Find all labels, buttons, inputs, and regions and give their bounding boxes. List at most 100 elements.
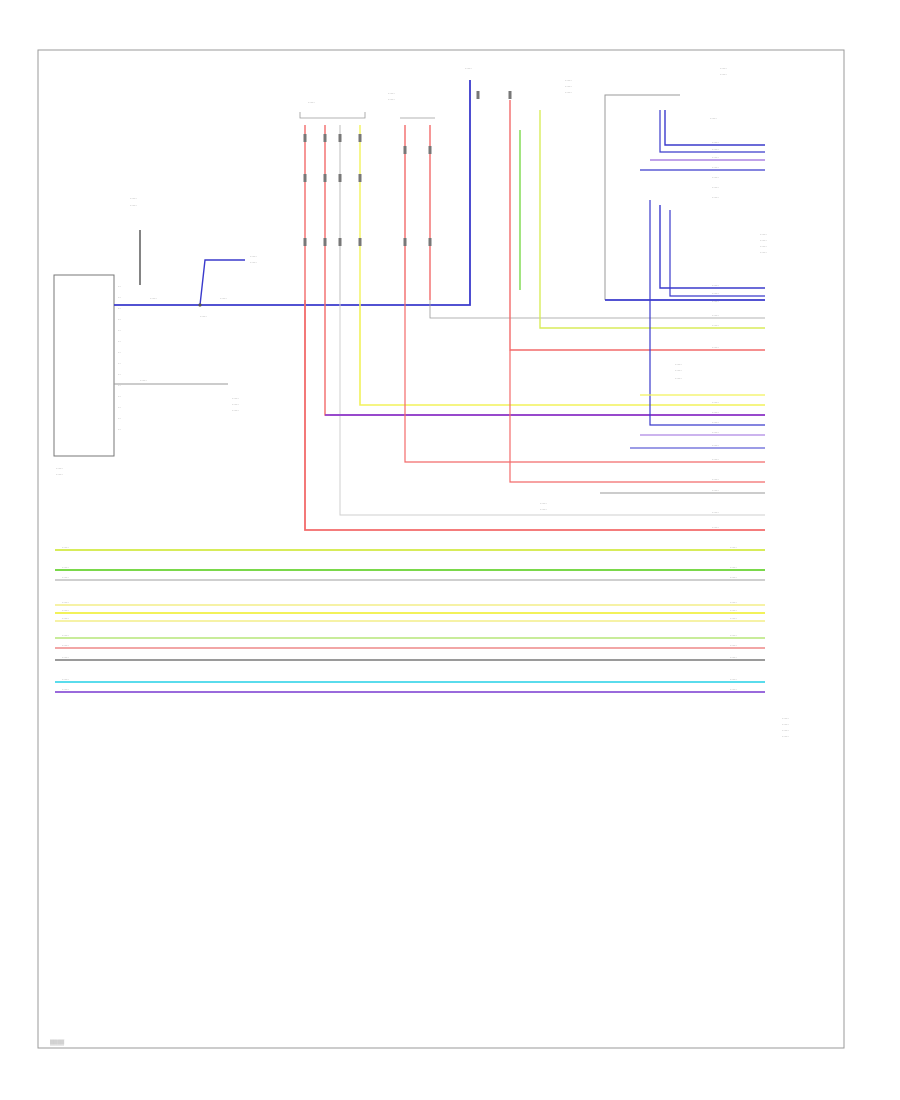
ground-label: ·····	[130, 196, 137, 201]
pin-label: ··	[118, 339, 121, 344]
blue-d-wire	[659, 205, 765, 289]
bus-left-label: ·····	[62, 608, 69, 613]
connector-pin-icon	[428, 146, 432, 154]
bus-left-label: ·····	[62, 565, 69, 570]
bus-right-label: ·····	[730, 545, 737, 550]
bus-left-label: ·····	[62, 600, 69, 605]
connector-2-title: ·····	[388, 91, 395, 96]
switch-label-3: ·····	[675, 376, 682, 381]
right-module-label-5: ·····	[760, 238, 767, 243]
blue-a-wire	[664, 110, 765, 146]
terminal-label: ·····	[782, 716, 789, 721]
connector-group	[198, 91, 512, 307]
control-module-pin-labels: ····························	[118, 284, 121, 432]
right-wire-label: ·····	[712, 510, 719, 515]
blue-bus-wire	[114, 80, 471, 306]
right-wire-label: ·····	[712, 291, 719, 296]
right-wire-label: ·····	[712, 165, 719, 170]
blue-e-wire	[669, 210, 765, 297]
right-wire-label: ·····	[712, 140, 719, 145]
right-module-label-6: ·····	[760, 244, 767, 249]
footer-code: ▒▒▒▒	[50, 1040, 65, 1046]
pin-label: ··	[118, 394, 121, 399]
connector-pin-icon	[428, 238, 432, 246]
right-wire-label: ·····	[712, 443, 719, 448]
right-wire-label: ·····	[712, 323, 719, 328]
splice-dot	[198, 303, 202, 307]
bus-left-label: ·····	[62, 616, 69, 621]
right-wire-label: ·····	[712, 313, 719, 318]
blue-bus-label-2: ·····	[220, 296, 227, 301]
right-wire-label: ·····	[712, 299, 719, 304]
right-wire-label: ·····	[712, 420, 719, 425]
diagram-frame	[37, 49, 845, 1049]
pin-label: ··	[118, 383, 121, 388]
connector-pin-icon	[358, 174, 362, 182]
bus-right-label: ·····	[730, 677, 737, 682]
signal-label: ·····	[140, 378, 147, 383]
pin-label: ··	[118, 427, 121, 432]
blue-branch-wire	[199, 259, 245, 306]
connector-pin-icon	[323, 134, 327, 142]
switch-label-2: ·····	[675, 368, 682, 373]
ground-label-2: ·····	[130, 203, 137, 208]
right-wire-label: ·····	[712, 410, 719, 415]
thin-gray-wire	[429, 300, 765, 319]
bus-right-label: ·····	[730, 687, 737, 692]
connector-pin-icon	[303, 134, 307, 142]
yellow-green-wire	[539, 110, 765, 329]
pin-label: ··	[118, 328, 121, 333]
bus-right-label: ·····	[730, 643, 737, 648]
blue-f-wire	[649, 200, 765, 426]
right-wire-label: ·····	[712, 525, 719, 530]
connector-1-bracket	[299, 112, 366, 119]
sensor-label-2: ·····	[232, 402, 239, 407]
connector-pin-icon	[403, 238, 407, 246]
red-main-wire	[304, 300, 765, 531]
right-wire-label: ·····	[712, 400, 719, 405]
connector-pin-icon	[338, 134, 342, 142]
pin-label: ··	[118, 372, 121, 377]
connector-pin-icon	[323, 238, 327, 246]
bus-left-label: ·····	[62, 575, 69, 580]
bus-right-label: ·····	[730, 600, 737, 605]
connector-pin-icon	[476, 91, 480, 99]
pin-label: ··	[118, 361, 121, 366]
right-wire-label: ·····	[712, 175, 719, 180]
right-wire-label: ·····	[712, 430, 719, 435]
yellow-branch-wire	[359, 300, 765, 406]
pink-wire	[404, 300, 765, 463]
pin-label: ··	[118, 284, 121, 289]
pin-label: ··	[118, 317, 121, 322]
branch-label: ·····	[250, 254, 257, 259]
red-loop-wire	[509, 350, 765, 483]
label-group: ········································…	[62, 66, 789, 739]
splice-label: ·····	[200, 314, 207, 319]
relay-label: ·····	[565, 78, 572, 83]
connector-1-title: ·····	[308, 100, 315, 105]
right-wire-label: ·····	[712, 195, 719, 200]
connector-pin-icon	[358, 134, 362, 142]
pin-label: ··	[118, 306, 121, 311]
bus-right-label: ·····	[730, 575, 737, 580]
relay-label-3: ·····	[565, 90, 572, 95]
bus-right-label: ·····	[730, 633, 737, 638]
control-module-label-2: ·····	[56, 472, 63, 477]
red-feed-wire	[509, 100, 765, 351]
right-module-label-3: ·····	[710, 116, 717, 121]
sensor-b-label-2: ·····	[540, 507, 547, 512]
right-wire-label: ·····	[712, 488, 719, 493]
switch-label: ·····	[675, 362, 682, 367]
right-module-wire	[604, 94, 680, 300]
bus-right-label: ·····	[730, 608, 737, 613]
bus-right-label: ·····	[730, 616, 737, 621]
pin-label: ··	[118, 350, 121, 355]
connector-pin-icon	[358, 238, 362, 246]
bus-left-label: ·····	[62, 677, 69, 682]
connector-pin-icon	[338, 174, 342, 182]
blue-b-wire	[659, 110, 765, 153]
bus-left-label: ·····	[62, 545, 69, 550]
bus-left-label: ·····	[62, 643, 69, 648]
control-module-box	[53, 274, 115, 457]
